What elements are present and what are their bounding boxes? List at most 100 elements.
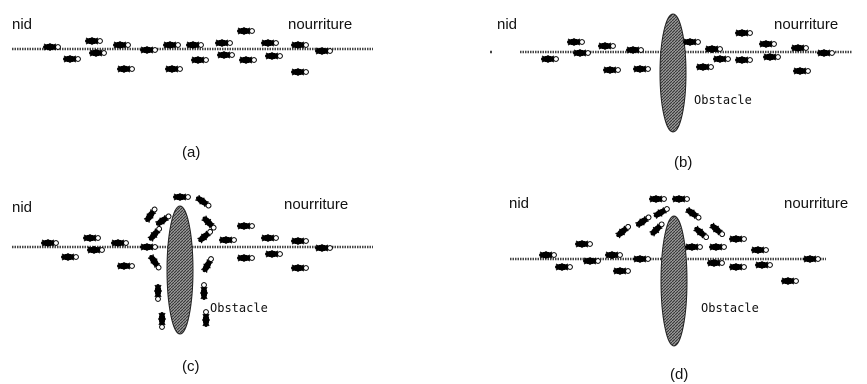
panel-caption: (b) — [674, 154, 692, 171]
ant-icon — [754, 260, 774, 270]
ant-icon — [153, 211, 174, 229]
ant-icon — [684, 242, 704, 252]
ant-icon — [290, 236, 309, 246]
ant-icon — [734, 28, 754, 38]
food-label: nourriture — [774, 16, 838, 33]
ant-icon — [139, 242, 158, 252]
ant-icon — [190, 55, 209, 65]
panel-b: nid nourriture Obstacle (b) — [490, 13, 852, 171]
ant-icon — [574, 239, 594, 249]
ant-icon — [671, 194, 691, 204]
ant-icon — [139, 45, 158, 55]
ant-icon — [706, 258, 726, 268]
ant-icon — [164, 64, 183, 74]
ant-icon — [88, 48, 108, 58]
ant-icon — [682, 37, 702, 47]
ant-icon — [236, 221, 255, 231]
ant-icon — [290, 263, 309, 273]
ant-icon — [602, 65, 622, 75]
ant-icon — [60, 252, 80, 262]
ant-icon — [695, 62, 715, 72]
ant-icon — [199, 282, 209, 301]
ant-icon — [264, 249, 283, 259]
food-label: nourriture — [288, 16, 352, 33]
ant-icon — [260, 233, 279, 243]
ant-icon — [625, 45, 645, 55]
ant-icon — [691, 223, 712, 243]
ant-icon — [704, 44, 724, 54]
ant-icon — [728, 234, 748, 244]
ant-icon — [193, 193, 214, 211]
ant-icon — [734, 55, 754, 65]
ant-icon — [42, 42, 62, 52]
ant-icon — [708, 242, 728, 252]
ant-icon — [116, 64, 135, 74]
ant-icon — [758, 39, 778, 49]
ant-icon — [199, 254, 217, 275]
ant-icon — [201, 309, 211, 328]
ant-icon — [816, 48, 836, 58]
ant-icon — [582, 256, 602, 266]
nest-label: nid — [509, 195, 529, 212]
ant-icon — [40, 238, 60, 248]
ant-icon — [153, 283, 163, 302]
ant-icon — [112, 40, 131, 50]
panel-caption: (a) — [182, 144, 200, 161]
ant-icon — [632, 254, 652, 264]
obstacle-label: Obstacle — [210, 301, 268, 315]
obstacle — [659, 13, 687, 133]
ant-icon — [632, 64, 652, 74]
obstacle — [166, 205, 194, 335]
panel-caption: (c) — [182, 358, 200, 375]
obstacle-label: Obstacle — [701, 301, 759, 315]
ant-icon — [314, 46, 333, 56]
ant-icon — [566, 37, 586, 47]
ant-icon — [86, 245, 106, 255]
panel-d: nid nourriture Obstacle — [509, 194, 848, 383]
ant-icon — [172, 192, 191, 202]
obstacle-label: Obstacle — [694, 93, 752, 107]
ant-icon — [597, 41, 617, 51]
ant-icon — [290, 40, 309, 50]
ant-icon — [238, 55, 257, 65]
ant-icon — [116, 261, 135, 271]
ant-icon — [145, 223, 165, 244]
ant-icon — [554, 262, 574, 272]
obstacle — [660, 215, 688, 347]
ant-icon — [802, 254, 822, 264]
ant-icon — [712, 54, 732, 64]
ant-icon — [82, 233, 102, 243]
ant-icon — [612, 266, 632, 276]
ant-icon — [84, 36, 104, 46]
ant-icon — [236, 26, 255, 36]
ant-icon — [792, 66, 812, 76]
ant-icon — [613, 221, 634, 241]
nest-label: nid — [12, 199, 32, 216]
ant-icon — [236, 253, 255, 263]
ant-icon — [214, 38, 233, 48]
panel-c: nid nourriture Obstacle — [12, 192, 373, 375]
ant-icon — [216, 50, 235, 60]
ant-icon — [157, 311, 167, 330]
ant-icon — [647, 219, 667, 239]
food-label: nourriture — [284, 196, 348, 213]
ant-icon — [195, 226, 216, 246]
ant-group — [42, 26, 333, 77]
nest-label: nid — [12, 16, 32, 33]
ant-icon — [762, 52, 782, 62]
ant-icon — [260, 38, 279, 48]
ant-icon — [604, 250, 624, 260]
ant-icon — [790, 43, 810, 53]
ant-icon — [110, 238, 129, 248]
ant-icon — [683, 205, 704, 223]
ant-icon — [146, 252, 164, 273]
ant-icon — [264, 51, 283, 61]
ant-icon — [162, 40, 181, 50]
ant-icon — [572, 48, 592, 58]
ant-icon — [314, 243, 333, 253]
ant-icon — [780, 276, 800, 286]
ant-icon — [651, 203, 672, 221]
ant-icon — [290, 67, 309, 77]
ant-icon — [540, 54, 560, 64]
